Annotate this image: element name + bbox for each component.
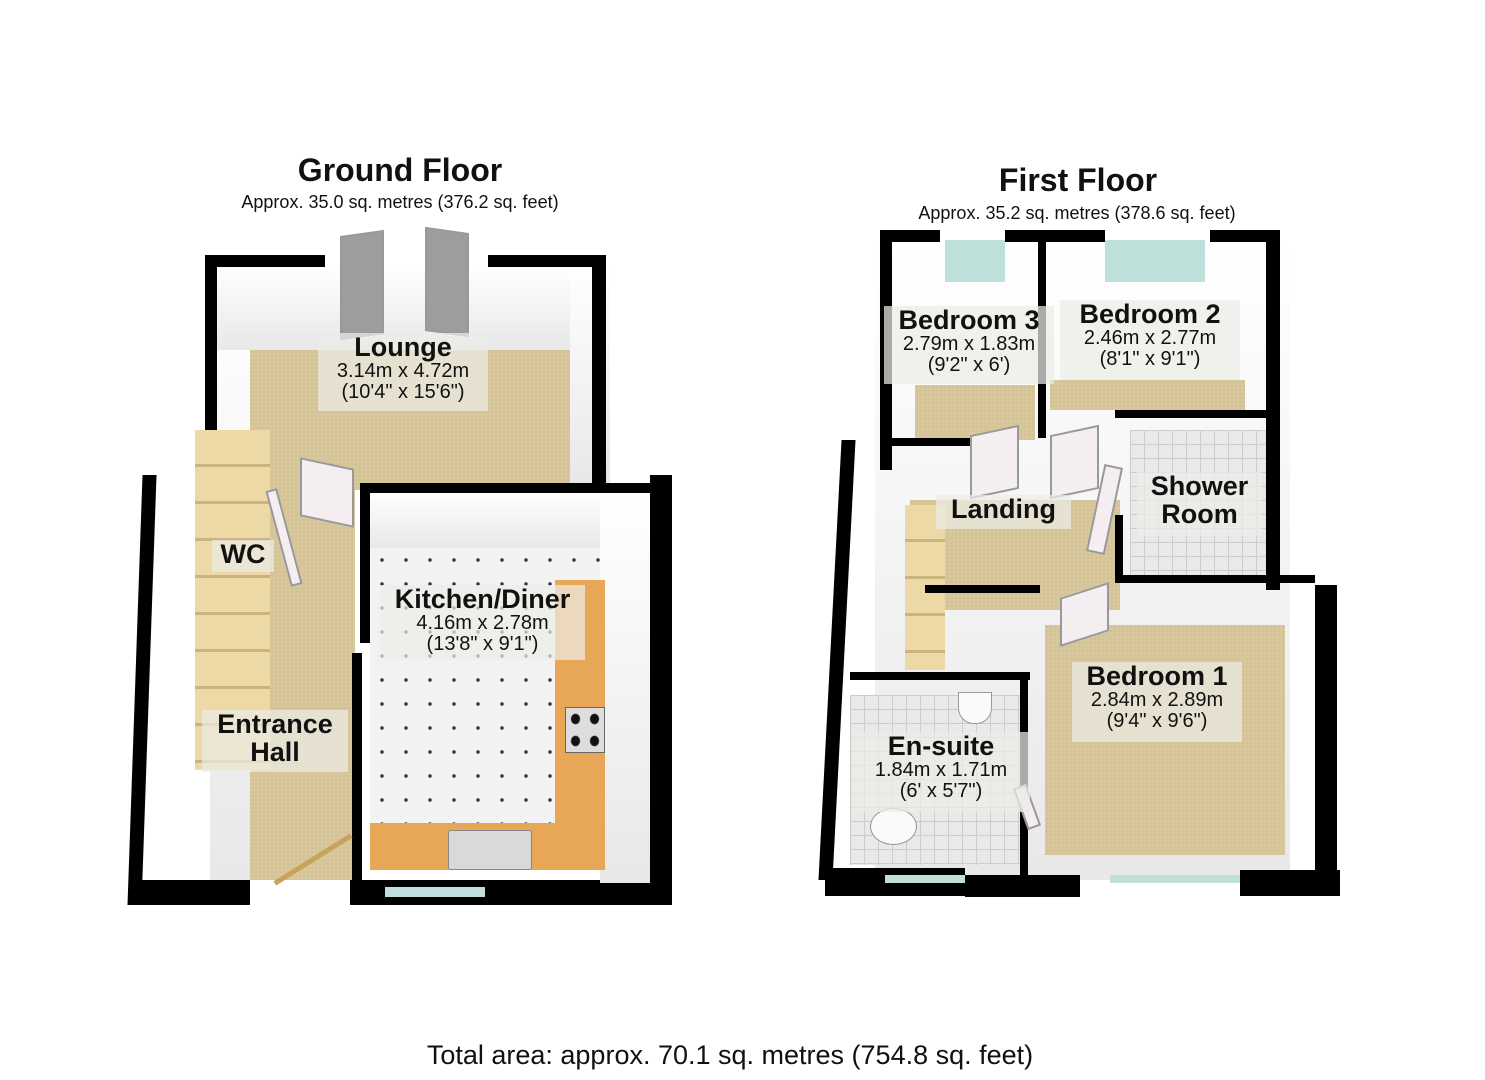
wall [1115, 410, 1275, 418]
wall [1210, 230, 1278, 242]
room-imperial: (9'2" x 6') [927, 354, 1011, 377]
room-metric: 2.84m x 2.89m [1090, 689, 1224, 712]
total-area: Total area: approx. 70.1 sq. metres (754… [426, 1040, 1034, 1070]
room-name: Lounge [354, 332, 452, 362]
sink-icon [448, 830, 532, 870]
wall [925, 585, 1040, 593]
wall [127, 475, 157, 905]
bedroom2-door-icon [1050, 424, 1099, 500]
room-metric: 1.84m x 1.71m [874, 759, 1008, 782]
ground-floor-area: Approx. 35.0 sq. metres (376.2 sq. feet) [241, 192, 559, 212]
ensuite-window [885, 875, 965, 883]
wall [880, 438, 970, 446]
room-name: Landing [951, 494, 1056, 524]
bedroom2-window [1105, 240, 1205, 282]
wall [880, 230, 940, 242]
room-name: Kitchen/Diner [394, 584, 571, 614]
lounge-door-icon [300, 457, 354, 528]
room-imperial: (10'4" x 15'6") [341, 381, 465, 404]
room-label-en-suite: En-suite 1.84m x 1.71m (6' x 5'7") [852, 732, 1030, 812]
hob-icon [565, 707, 605, 753]
basin-icon [958, 692, 992, 724]
room-label-landing: Landing [936, 495, 1071, 529]
room-name: Bedroom 2 [1079, 299, 1221, 329]
wall [205, 255, 325, 267]
room-imperial: (9'4" x 9'6") [1106, 710, 1208, 733]
wall [360, 483, 370, 643]
room-label-shower-room: Shower Room [1137, 472, 1262, 536]
kitchen-wall-right [600, 493, 650, 883]
wall [360, 483, 650, 493]
room-name: Bedroom 1 [1086, 661, 1228, 691]
bedroom1-window [1110, 875, 1240, 883]
wall [1240, 870, 1340, 896]
room-label-bedroom-1: Bedroom 1 2.84m x 2.89m (9'4" x 9'6") [1072, 662, 1242, 742]
wall [352, 653, 362, 883]
wall [488, 255, 603, 267]
room-label-bedroom-3: Bedroom 3 2.79m x 1.83m (9'2" x 6') [884, 306, 1054, 384]
room-name-line1: Shower [1150, 471, 1249, 501]
first-floor-title: First Floor [998, 162, 1158, 198]
wall [650, 475, 672, 905]
room-imperial: (13'8" x 9'1") [426, 633, 539, 656]
bedroom3-door-icon [970, 424, 1019, 500]
patio-door-left-icon [340, 229, 384, 341]
room-name: Bedroom 3 [898, 305, 1040, 335]
room-label-bedroom-2: Bedroom 2 2.46m x 2.77m (8'1" x 9'1") [1060, 300, 1240, 380]
wall [135, 880, 250, 905]
room-imperial: (8'1" x 9'1") [1099, 348, 1201, 371]
room-name-line2: Room [1161, 499, 1238, 530]
wall [850, 672, 1030, 680]
wall [592, 255, 606, 495]
room-label-wc: WC [212, 540, 274, 572]
ground-floor-title: Ground Floor [297, 152, 503, 188]
room-label-entrance-hall: Entrance Hall [202, 710, 348, 772]
patio-door-right-icon [425, 226, 469, 338]
room-metric: 2.79m x 1.83m [902, 333, 1036, 356]
toilet-icon [870, 808, 917, 845]
wall [1005, 230, 1105, 242]
room-name: En-suite [887, 731, 995, 761]
bedroom3-window [945, 240, 1005, 282]
room-metric: 4.16m x 2.78m [416, 612, 549, 635]
room-metric: 2.46m x 2.77m [1083, 327, 1217, 350]
wall [1115, 515, 1123, 580]
room-label-lounge: Lounge 3.14m x 4.72m (10'4" x 15'6") [318, 333, 488, 411]
first-floor-area: Approx. 35.2 sq. metres (378.6 sq. feet) [918, 203, 1236, 223]
room-name-line2: Hall [250, 737, 300, 768]
wall [1115, 575, 1315, 583]
room-name-line1: Entrance [217, 709, 333, 739]
room-metric: 3.14m x 4.72m [336, 360, 470, 383]
bedroom2-floor [1050, 380, 1245, 410]
room-name: WC [220, 539, 266, 569]
room-label-kitchen-diner: Kitchen/Diner 4.16m x 2.78m (13'8" x 9'1… [380, 585, 585, 660]
kitchen-window [385, 887, 485, 897]
wall [1315, 585, 1337, 885]
room-imperial: (6' x 5'7") [899, 780, 983, 803]
